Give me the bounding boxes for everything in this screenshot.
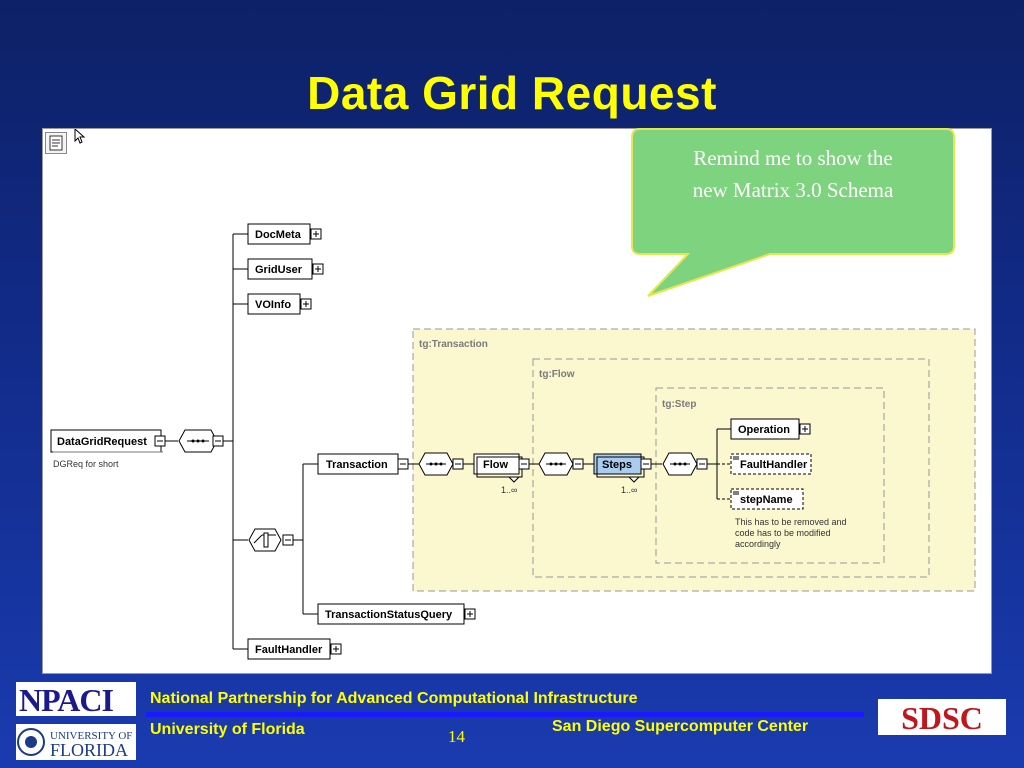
svg-text:NPACI: NPACI [19,682,114,716]
group-step-box [655,387,885,564]
svg-text:Operation: Operation [738,424,790,436]
mouse-cursor-icon [74,129,86,144]
document-icon[interactable] [45,132,67,154]
slide-title: Data Grid Request [307,67,717,119]
flow-multiplicity: 1..∞ [501,485,517,495]
footer-divider [146,712,864,717]
node-datagridrequest[interactable]: DataGridRequest [50,429,166,453]
svg-text:TransactionStatusQuery: TransactionStatusQuery [325,609,453,621]
sequence-compositor-root [178,429,224,453]
sequence-compositor-transaction [418,452,464,476]
svg-text:DataGridRequest: DataGridRequest [57,436,147,448]
svg-text:FaultHandler: FaultHandler [740,459,808,471]
node-voinfo[interactable]: VOInfo [247,293,312,315]
svg-text:Transaction: Transaction [326,459,388,471]
node-stepname[interactable]: stepName [730,488,804,510]
step-note-line1: This has to be removed and [735,517,847,527]
node-operation[interactable]: Operation [730,418,811,440]
step-note-line3: accordingly [735,539,781,549]
svg-text:FaultHandler: FaultHandler [255,644,323,656]
svg-text:GridUser: GridUser [255,264,303,276]
choice-compositor [248,528,294,552]
group-flow-label: tg:Flow [539,369,575,380]
sdsc-logo: SDSC [878,699,1006,735]
group-step-label: tg:Step [662,399,696,410]
node-docmeta[interactable]: DocMeta [247,223,322,245]
svg-text:Flow: Flow [483,459,508,471]
node-transaction[interactable]: Transaction [317,453,409,475]
npaci-footer-text: National Partnership for Advanced Comput… [150,690,638,707]
page-number: 14 [448,727,465,746]
university-of-florida-logo: UNIVERSITY OF FLORIDA [16,724,136,760]
callout-text: Remind me to show the new Matrix 3.0 Sch… [632,142,954,206]
npaci-logo: NPACI [16,682,136,716]
node-step-faulthandler[interactable]: FaultHandler [730,453,812,475]
svg-text:DocMeta: DocMeta [255,229,302,241]
sdsc-footer-text: San Diego Supercomputer Center [552,718,809,735]
node-griduser[interactable]: GridUser [247,258,324,280]
svg-text:VOInfo: VOInfo [255,299,291,311]
sequence-compositor-flow [538,452,584,476]
step-note-line2: code has to be modified [735,528,831,538]
schema-diagram: tg:Transaction tg:Flow tg:Step [50,129,976,660]
callout-line1: Remind me to show the [693,146,893,170]
group-transaction-label: tg:Transaction [419,339,488,350]
node-transactionstatusquery[interactable]: TransactionStatusQuery [317,603,476,625]
node-faulthandler[interactable]: FaultHandler [247,638,342,660]
root-note: DGReq for short [53,459,119,469]
svg-text:UNIVERSITY OF: UNIVERSITY OF [50,730,132,742]
svg-text:Steps: Steps [602,459,632,471]
uf-footer-text: University of Florida [150,721,305,738]
callout-line2: new Matrix 3.0 Schema [692,178,894,202]
svg-text:SDSC: SDSC [901,700,983,735]
svg-text:stepName: stepName [740,494,793,506]
svg-text:FLORIDA: FLORIDA [50,740,128,760]
sequence-compositor-step [662,452,708,476]
node-flow[interactable]: Flow [473,453,530,483]
speech-callout [631,128,955,297]
node-steps[interactable]: Steps [593,453,652,483]
steps-multiplicity: 1..∞ [621,485,637,495]
